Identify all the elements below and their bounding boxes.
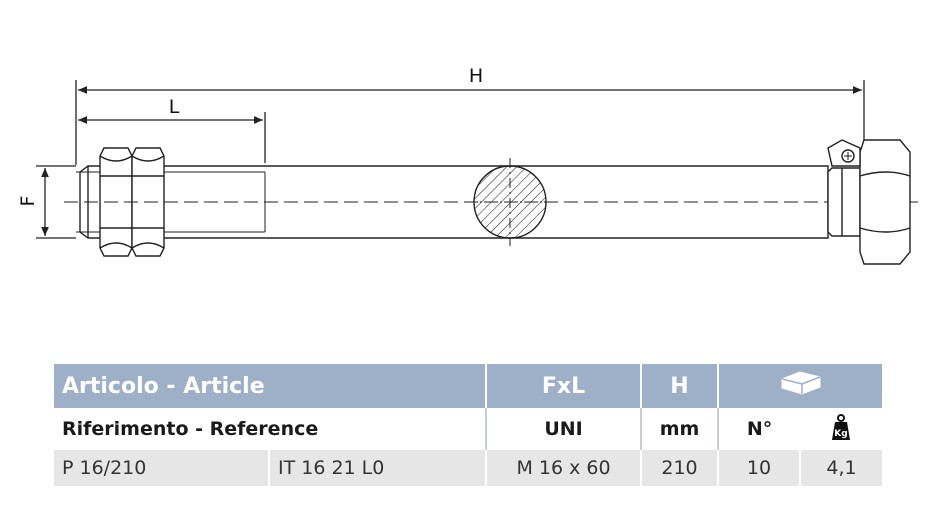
cell-h: 210 bbox=[640, 450, 719, 486]
table-header-row: Articolo - Article FxL H bbox=[54, 364, 883, 408]
dimension-h: H bbox=[75, 65, 865, 165]
dimension-f: F bbox=[17, 165, 76, 239]
cell-fxl: M 16 x 60 bbox=[485, 450, 642, 486]
header-article: Articolo - Article bbox=[54, 364, 487, 408]
cell-reference: IT 16 21 L0 bbox=[267, 450, 487, 486]
subheader-uni: UNI bbox=[485, 408, 642, 450]
subheader-count: N° bbox=[717, 408, 801, 450]
dimension-h-label: H bbox=[469, 65, 483, 87]
header-package bbox=[717, 364, 883, 408]
cell-count: 10 bbox=[717, 450, 801, 486]
header-h: H bbox=[640, 364, 719, 408]
dimension-l-label: L bbox=[169, 96, 180, 118]
bolt-head bbox=[827, 139, 911, 265]
weight-kg-icon: Kg bbox=[831, 413, 851, 446]
subheader-mm: mm bbox=[640, 408, 719, 450]
bolt-technical-drawing: H L F bbox=[17, 65, 920, 265]
header-fxl: FxL bbox=[485, 364, 642, 408]
cell-article: P 16/210 bbox=[54, 450, 269, 486]
dimension-l: L bbox=[78, 96, 266, 163]
cell-weight: 4,1 bbox=[799, 450, 883, 486]
package-box-icon bbox=[778, 369, 824, 403]
subheader-weight: Kg bbox=[800, 408, 882, 450]
weight-icon-text: Kg bbox=[834, 429, 847, 439]
spec-table: Articolo - Article FxL H Riferimento - R… bbox=[54, 364, 883, 486]
table-row: P 16/210 IT 16 21 L0 M 16 x 60 210 10 4,… bbox=[54, 450, 883, 486]
dimension-f-label: F bbox=[17, 196, 39, 207]
table-subheader-row: Riferimento - Reference UNI mm N° Kg bbox=[54, 408, 882, 450]
subheader-reference: Riferimento - Reference bbox=[62, 418, 319, 440]
